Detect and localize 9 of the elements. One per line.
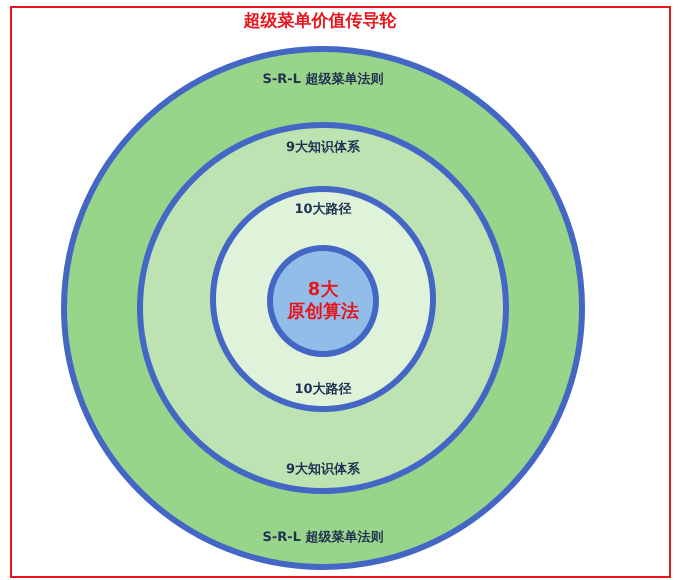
center-label: 原创算法 [287,301,359,323]
ring-label: S-R-L 超级菜单法则 [262,529,384,546]
ring-label: 9大知识体系 [286,138,360,156]
center-label: 8大 [308,279,338,301]
ring-label: 9大知识体系 [286,460,360,478]
title: 超级菜单价值传导轮 [242,10,398,32]
ring-label: S-R-L 超级菜单法则 [262,71,384,88]
ring-label: 10大路径 [294,201,352,218]
ring-label: 10大路径 [294,381,352,398]
